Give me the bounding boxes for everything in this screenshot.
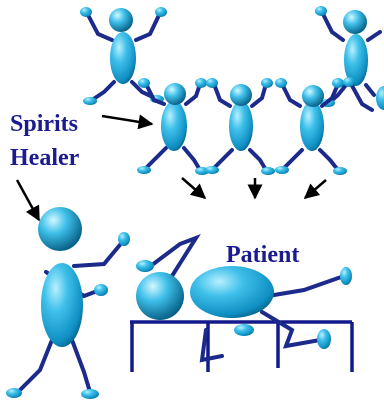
spirit-figure-1 [80,7,167,105]
patient-label: Patient [226,242,299,268]
spirit-figure-6-partial [343,77,384,110]
spirit-figure-2 [315,6,380,107]
arrow-spirit-to-patient-3 [305,180,326,198]
spirits-label: Spirits [10,111,78,137]
arrow-label-to-healer [17,180,39,220]
arrow-label-to-spirits [102,116,152,124]
spirit-figure-5 [275,78,347,175]
arrow-spirit-to-patient-1 [182,178,205,198]
healer-figure [6,207,130,399]
spirit-figure-4 [205,78,275,175]
healer-label: Healer [10,145,80,171]
